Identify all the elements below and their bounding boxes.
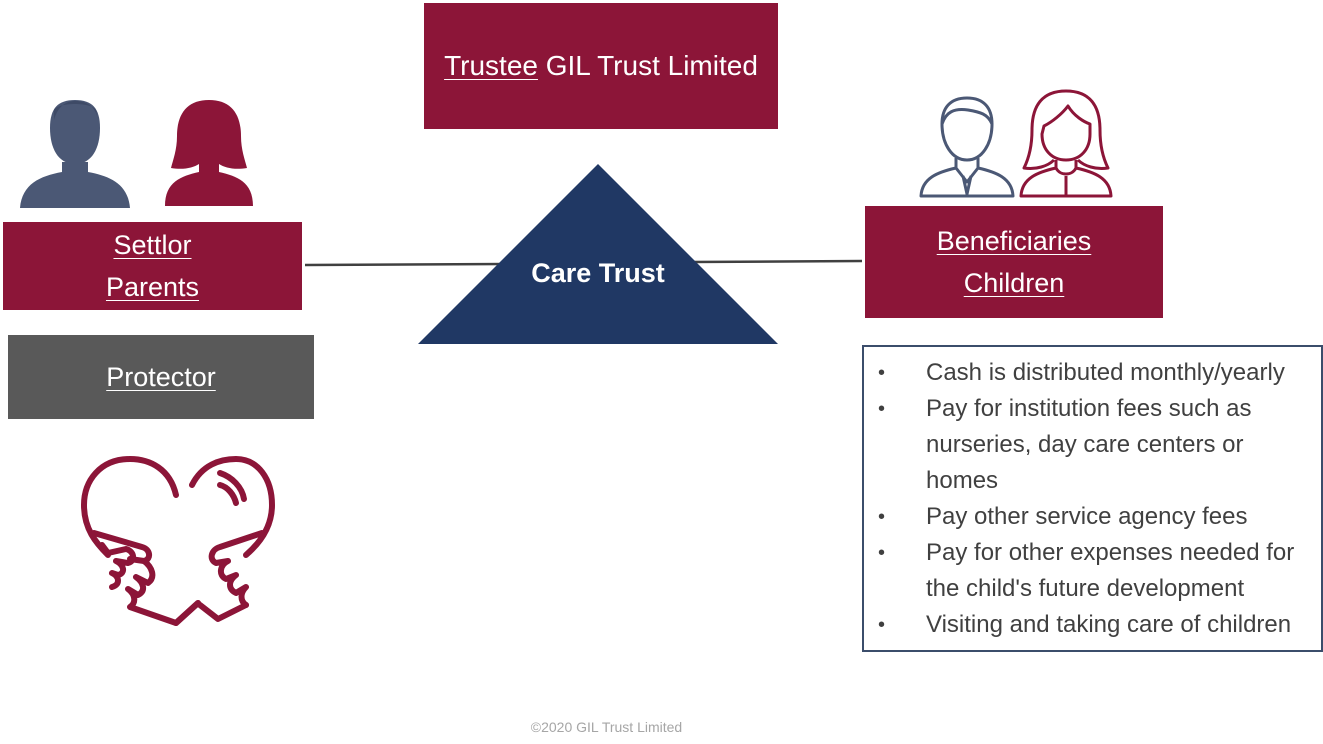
male-person-icon xyxy=(20,100,130,208)
list-item: • Pay for other expenses needed for the c… xyxy=(876,535,1311,607)
beneficiaries-title: Beneficiaries xyxy=(936,226,1092,256)
beneficiaries-subtitle: Children xyxy=(963,268,1065,298)
bullet: • xyxy=(878,506,886,528)
list-item-text: Pay for other expenses needed for the ch… xyxy=(926,539,1295,602)
trustee-box: Trustee GIL Trust Limited xyxy=(424,3,778,129)
bullet: • xyxy=(878,362,886,384)
bullet: • xyxy=(878,398,886,420)
list-item-text: Pay for institution fees such as nurseri… xyxy=(926,395,1252,494)
beneficiaries-box: Beneficiaries Children xyxy=(865,206,1163,318)
list-item: • Cash is distributed monthly/yearly xyxy=(876,355,1311,391)
bullet: • xyxy=(878,542,886,564)
list-item-text: Visiting and taking care of children xyxy=(926,611,1292,638)
settlor-title: Settlor xyxy=(113,230,192,260)
man-outline-icon xyxy=(919,96,1015,198)
settlor-subtitle: Parents xyxy=(105,272,200,302)
protector-box: Protector xyxy=(8,335,314,419)
protector-label: Protector xyxy=(106,361,216,392)
list-item-text: Pay other service agency fees xyxy=(926,503,1248,530)
trustee-name: GIL Trust Limited xyxy=(537,50,758,81)
bullet: • xyxy=(878,614,886,636)
duties-list: • Cash is distributed monthly/yearly • Pay… xyxy=(876,355,1311,643)
settlor-box: Settlor Parents xyxy=(3,222,302,310)
female-person-icon xyxy=(165,100,253,206)
copyright-footer: ©2020 GIL Trust Limited xyxy=(530,719,683,735)
woman-outline-icon xyxy=(1019,89,1113,198)
list-item: • Pay for institution fees such as nurser… xyxy=(876,391,1311,499)
heart-handshake-icon xyxy=(81,456,275,626)
list-item: • Visiting and taking care of children xyxy=(876,607,1311,643)
care-trust-label: Care Trust xyxy=(531,258,665,288)
list-item: • Pay other service agency fees xyxy=(876,499,1311,535)
trustee-label: Trustee GIL Trust Limited xyxy=(444,50,758,82)
trustee-prefix: Trustee xyxy=(444,50,538,81)
care-trust-triangle xyxy=(418,164,778,344)
duties-list-box: • Cash is distributed monthly/yearly • Pay… xyxy=(862,345,1323,652)
list-item-text: Cash is distributed monthly/yearly xyxy=(926,359,1285,386)
